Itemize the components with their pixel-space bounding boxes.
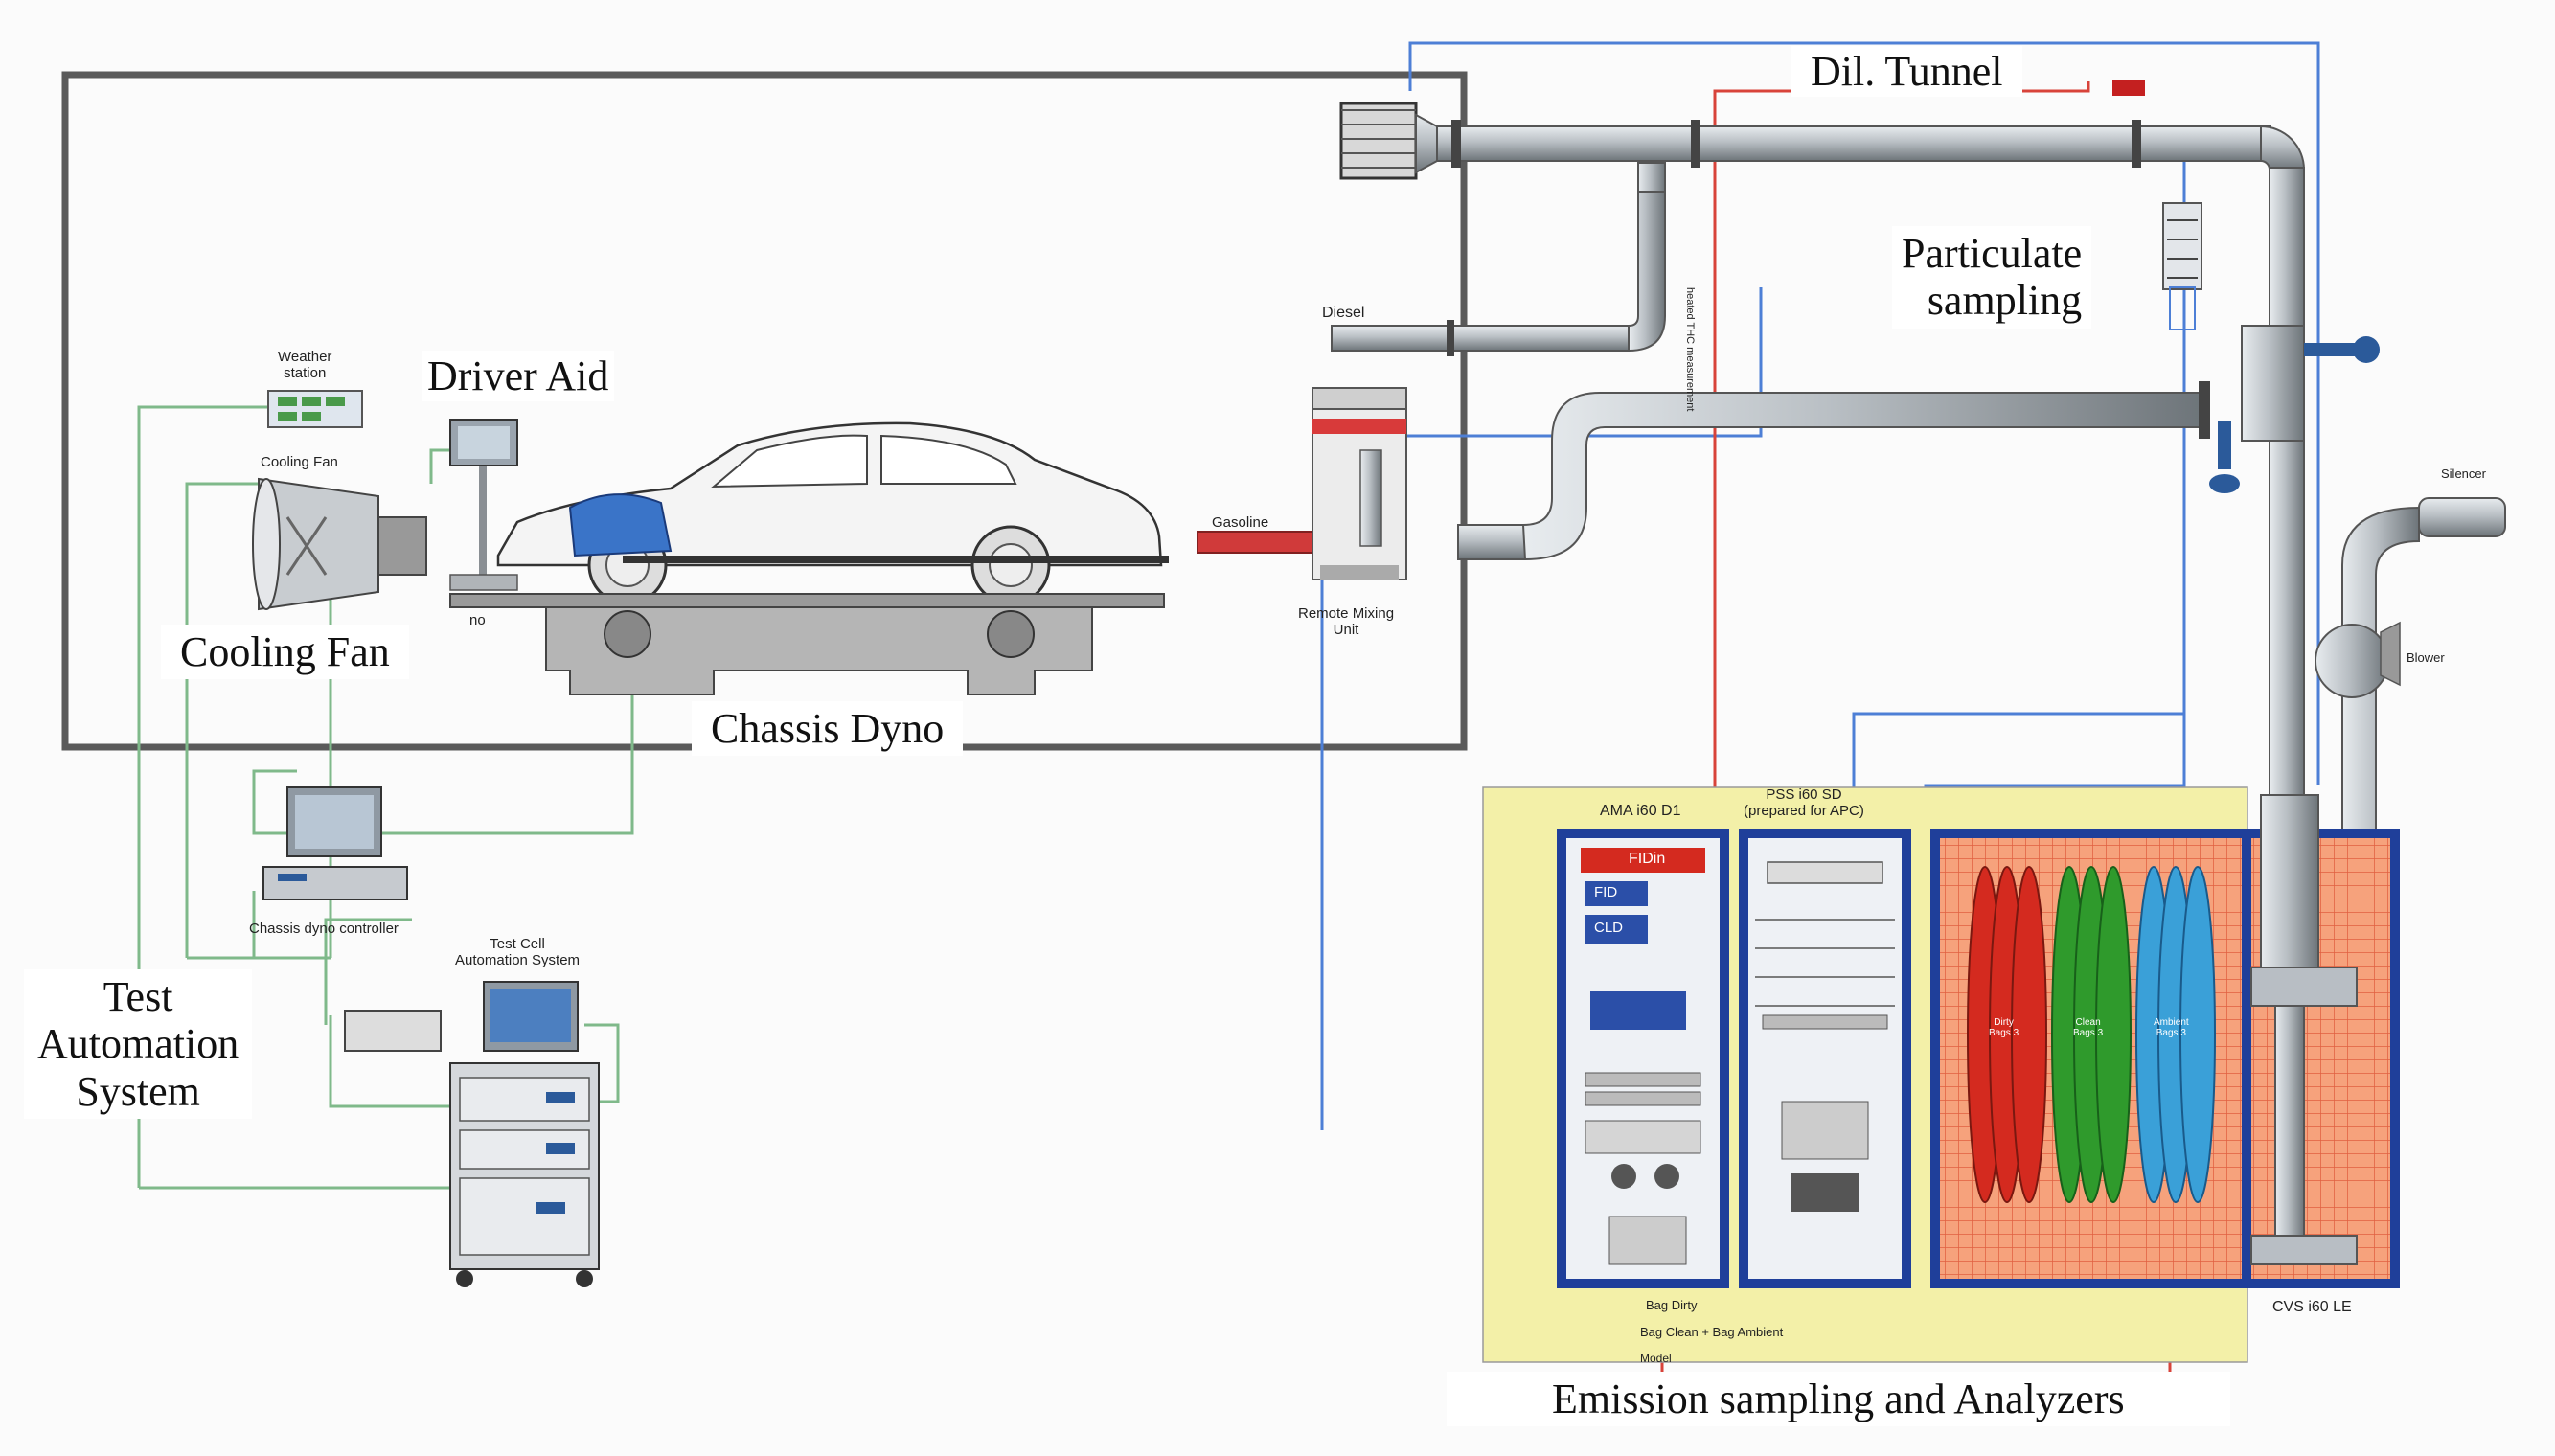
small-pss: PSS i60 SD (prepared for APC) [1744, 786, 1864, 819]
small-bag-dirty: Bag Dirty [1646, 1298, 1698, 1312]
small-remote-mixing-unit: Remote Mixing Unit [1298, 605, 1395, 638]
small-gasoline: Gasoline [1212, 514, 1269, 531]
gasoline-pipe [1197, 381, 2210, 561]
label-driver-aid: Driver Aid [422, 351, 615, 402]
weather-station [267, 390, 363, 428]
small-tca-line2: Automation System [455, 951, 581, 968]
small-ama: AMA i60 D1 [1600, 803, 1681, 819]
remote-mixing-unit [1312, 387, 1407, 580]
small-bags-clean-line1: Clean [2075, 1017, 2101, 1028]
small-bags-clean: Clean Bags 3 [2073, 1017, 2103, 1038]
label-cooling-fan: Cooling Fan [161, 625, 409, 680]
small-bags-ambient-line2: Bags 3 [2156, 1028, 2186, 1038]
small-silencer: Silencer [2441, 466, 2486, 481]
small-pss-line2: (prepared for APC) [1744, 802, 1864, 819]
small-bags-clean-line2: Bags 3 [2073, 1028, 2104, 1038]
cvs-cabinet [2242, 794, 2400, 1288]
label-emission-sampling: Emission sampling and Analyzers [1447, 1372, 2230, 1427]
small-test-cell-automation: Test Cell Automation System [455, 936, 581, 968]
label-tas-line3: System [76, 1067, 200, 1115]
dyno-platform [449, 593, 1165, 695]
small-weather-station: Weather station [278, 349, 332, 381]
small-pss-line1: PSS i60 SD [1766, 786, 1842, 803]
vehicle [496, 421, 1169, 605]
small-cld: CLD [1594, 920, 1624, 936]
small-bags-ambient: Ambient Bags 3 [2154, 1017, 2189, 1038]
cooling-fan-unit [252, 477, 427, 611]
junction-valves [2209, 325, 2380, 493]
small-bags-dirty: Dirty Bags 3 [1989, 1017, 2019, 1038]
label-particulate-line1: Particulate [1902, 230, 2083, 277]
diesel-pipe [1331, 162, 1666, 356]
small-heated-thc: heated THC measurement [1684, 287, 1696, 412]
label-tas-line1: Test [103, 973, 173, 1020]
small-bag-clean-ambient: Bag Clean + Bag Ambient [1640, 1325, 1784, 1339]
small-fidin: FIDin [1629, 851, 1666, 867]
signal-lines-green [137, 405, 634, 1190]
small-chassis-dyno-controller: Chassis dyno controller [249, 921, 399, 937]
ama-cabinet [1557, 829, 1729, 1288]
small-cooling-fan: Cooling Fan [261, 454, 338, 470]
driver-aid-monitor [449, 419, 518, 591]
small-rmu-line1: Remote Mixing [1298, 605, 1395, 622]
label-test-automation-system: Test Automation System [24, 969, 253, 1119]
small-bags-ambient-line1: Ambient [2154, 1017, 2189, 1028]
particulate-sampler [2112, 80, 2202, 330]
label-tas-line2: Automation [37, 1020, 240, 1068]
small-bags-dirty-line2: Bags 3 [1989, 1028, 2019, 1038]
pss-cabinet [1739, 829, 1911, 1288]
automation-system-rack [344, 981, 600, 1287]
small-blower: Blower [2407, 650, 2445, 665]
small-tca-line1: Test Cell [490, 936, 545, 952]
small-fid: FID [1594, 884, 1618, 900]
small-bags-dirty-line1: Dirty [1994, 1017, 2014, 1028]
label-particulate-line2: sampling [1927, 277, 2083, 325]
chassis-dyno-controller [262, 786, 408, 900]
small-diesel: Diesel [1322, 305, 1365, 321]
label-dil-tunnel: Dil. Tunnel [1791, 46, 2022, 98]
silencer-blower [2315, 497, 2506, 844]
small-weather-line1: Weather [278, 349, 332, 365]
small-cvs: CVS i60 LE [2272, 1299, 2352, 1315]
dilution-tunnel-pipe [1339, 102, 2306, 801]
small-rmu-line2: Unit [1333, 621, 1359, 638]
small-weather-line2: station [284, 364, 327, 381]
small-no: no [469, 612, 486, 628]
label-particulate-sampling: Particulate sampling [1892, 226, 2092, 329]
label-chassis-dyno: Chassis Dyno [692, 701, 964, 757]
small-model: Model [1640, 1352, 1672, 1365]
bags-cabinet [1930, 829, 2256, 1288]
